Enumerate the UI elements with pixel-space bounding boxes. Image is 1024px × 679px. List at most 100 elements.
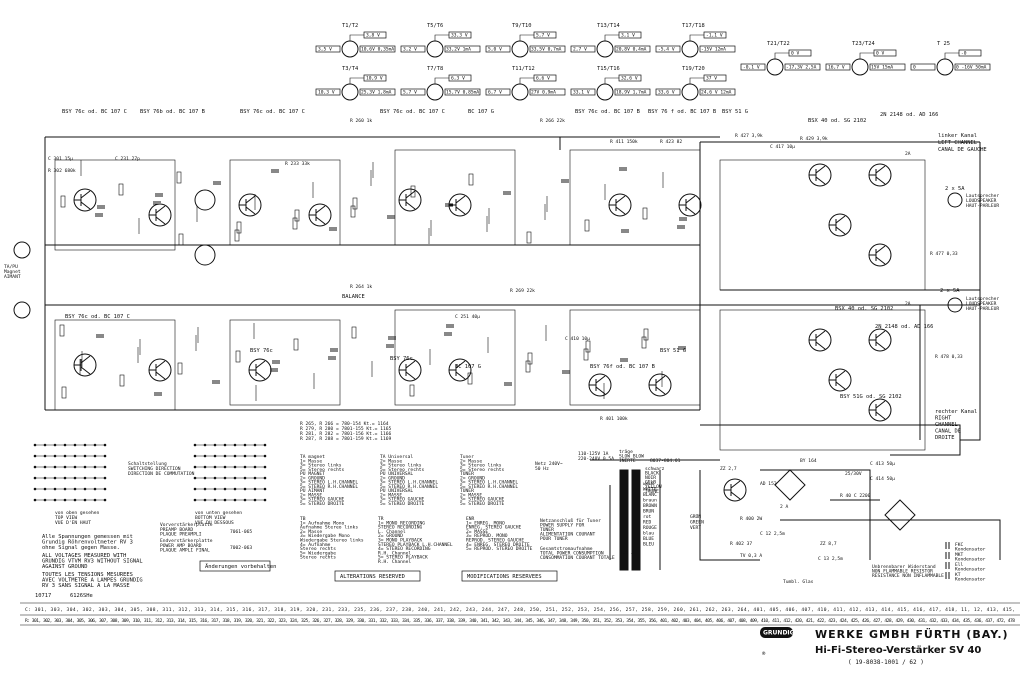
- power-part-label: R 402 37: [730, 541, 752, 547]
- alterations-label: MODIFICATIONS RESERVEES: [467, 574, 542, 580]
- part-label: R 411 150k: [610, 139, 638, 145]
- switch-contact: [93, 498, 97, 502]
- pinout-base-voltage: 6,7 V: [488, 90, 502, 96]
- wire-color-label: GELB: [645, 480, 656, 486]
- resistor-icon: [410, 185, 416, 198]
- switch-contact: [73, 476, 77, 480]
- pinout-base-voltage: 33,6 V: [658, 90, 675, 96]
- wire-color-label: WHITE: [643, 487, 657, 493]
- bridge-rectifier-icon: [884, 499, 916, 531]
- transistor-type-label: BSY 76c od. BC 107 C: [240, 109, 305, 115]
- transistor-type-label: BSY 51 G: [722, 109, 748, 115]
- pinout-collector-voltage: 27V 0,9mA: [531, 90, 556, 96]
- resistor-table-row: R 265, R 266 = 780-154 Kt.= 1164: [300, 421, 389, 427]
- transistor-pinout-icon: [596, 40, 614, 58]
- switch-contact: [243, 454, 247, 458]
- resistor-icon: [176, 171, 182, 184]
- capacitor-type-name: Kondensator: [955, 577, 986, 583]
- speaker-label: LOUDSPEAKER: [966, 301, 997, 307]
- switch-contact: [33, 454, 37, 458]
- switch-contact: [73, 465, 77, 469]
- board-code: 7002-063: [230, 545, 252, 551]
- power-part-label: C 12 2,5m: [760, 531, 785, 537]
- switch-contact: [253, 498, 257, 502]
- resistor-note: RESISTANCE NON INFLAMMABLE: [872, 573, 944, 579]
- wire-color-label: BLANC: [643, 492, 657, 498]
- left-channel-label: CANAL DE GAUCHE: [938, 147, 987, 153]
- switch-contact: [233, 498, 237, 502]
- switch-contact: [233, 443, 237, 447]
- switch-contact: [93, 443, 97, 447]
- pinout-emitter-voltage: 5,7 V: [536, 33, 550, 39]
- transistor-type-label: BSY 51 G: [660, 348, 686, 354]
- tuner-supply-label: ALIMENTATION COURANT: [540, 532, 596, 538]
- connector-legend: 2= Masse: [380, 458, 402, 464]
- connector-legend: 2= GROUND: [300, 475, 325, 481]
- resistor-icon: [293, 338, 299, 351]
- pinout-collector-voltage: 33,2V 1mA: [446, 47, 471, 53]
- resistor-icon: [118, 183, 124, 196]
- part-label: R 401 100k: [600, 416, 628, 422]
- grundig-logo: [760, 627, 793, 638]
- switch-contact: [73, 487, 77, 491]
- pinout-title: T5/T6: [427, 23, 443, 29]
- speaker-socket-icon: [947, 192, 963, 208]
- pinout-title: T7/T8: [427, 66, 443, 72]
- consumption-label: TOTAL POWER CONSUMPTION: [540, 551, 604, 557]
- lamp-label: Tumbl. Glas: [783, 579, 814, 585]
- transistor-pinout-icon: [681, 83, 699, 101]
- switch-contact: [53, 443, 57, 447]
- switch-contact: [63, 465, 67, 469]
- switch-contact: [253, 443, 257, 447]
- power-part-label: ZZ 8,7: [820, 541, 837, 547]
- tuner-supply-label: Netzanschluß für Tuner: [540, 518, 601, 524]
- switch-contact: [243, 498, 247, 502]
- switch-contact: [33, 443, 37, 447]
- switch-contact: [233, 476, 237, 480]
- transistor-type-label: BSY 51G od. SG 2102: [840, 394, 902, 400]
- switch-contact: [193, 476, 197, 480]
- pinout-title: T1/T2: [342, 23, 358, 29]
- speaker-label: HAUT-PARLEUR: [966, 306, 999, 312]
- transistor-type-label: BSX 40 od. SG 2102: [808, 118, 866, 124]
- power-part-label: ZZ 2,7: [720, 466, 737, 472]
- switch-contact: [193, 454, 197, 458]
- wire-color-label: NOIR: [645, 475, 656, 481]
- switch-contact: [203, 476, 207, 480]
- switch-direction-label: DIRECTION DE COMMUTATION: [128, 471, 195, 477]
- switch-contact: [213, 454, 217, 458]
- pinout-base-voltage: 3,5 V: [318, 47, 332, 53]
- bottom-view-label: BOTTOM VIEW: [195, 515, 226, 521]
- tape-legend: 1= MONO RECORDING: [378, 520, 425, 526]
- wire-color-label: BLEU: [643, 542, 654, 548]
- tape-legend: 4= ENREG. STEREO DROITE: [466, 542, 530, 548]
- switch-contact: [43, 465, 47, 469]
- pinout-base-voltage: 16,7 V: [828, 65, 845, 71]
- wire-color-label: weiß: [643, 481, 654, 487]
- transistor-pinout-icon: [766, 58, 784, 76]
- switch-contact: [43, 487, 47, 491]
- input-socket-icon: [13, 301, 31, 319]
- tape-legend: Aufnahme Stereo links: [300, 525, 358, 531]
- part-label: R 427 3,9k: [735, 133, 763, 139]
- tape-legend: STEREO RECORDING: [378, 525, 422, 531]
- pinout-collector-voltage: 0 -16V 50mA: [956, 65, 987, 71]
- transistor-pinout-icon: [511, 40, 529, 58]
- switch-contact: [103, 487, 107, 491]
- connector-legend: 2= GROUND: [460, 475, 485, 481]
- switch-contact: [33, 465, 37, 469]
- wire-color-label: schwarz: [645, 466, 665, 472]
- pinout-base-voltage: -5,4 V: [658, 47, 675, 53]
- fuse-label: 2 x 5A: [945, 186, 965, 192]
- fuse-label: 110-125V 1A: [578, 451, 609, 457]
- pinout-base-voltage: -0,1 V: [743, 65, 760, 71]
- part-label: C 410 10µ: [565, 336, 590, 342]
- resistor-icon: [236, 221, 242, 234]
- pinout-title: T13/T14: [597, 23, 620, 29]
- connector-legend: PU UNIVERSAL: [380, 488, 413, 494]
- connector-legend: 5= STEREO R.H.CHANNEL: [380, 484, 438, 490]
- connector-legend: TUNER: [460, 471, 474, 477]
- top-view-label: von oben gesehen: [55, 510, 99, 516]
- pinout-base-voltage: 2,7 V: [573, 47, 587, 53]
- transistor-pinout-icon: [341, 83, 359, 101]
